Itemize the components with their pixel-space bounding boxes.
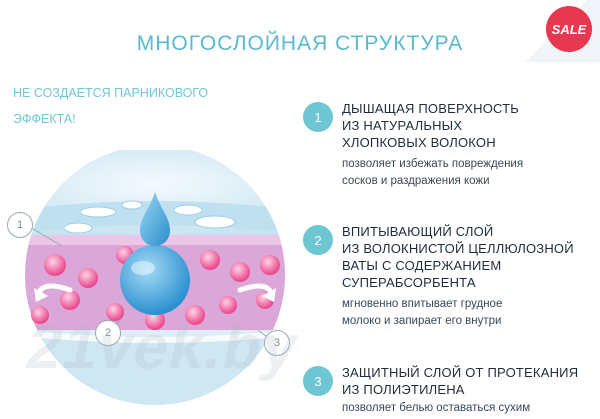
absorbed-liquid-ball [120, 245, 190, 315]
feature-title-line: ИЗ ПОЛИЭТИЛЕНА [342, 382, 465, 397]
watermark: 21vek.by [20, 313, 306, 382]
drop-icon [140, 192, 170, 246]
layer-diagram [0, 150, 310, 405]
feature-title: ВПИТЫВАЮЩИЙ СЛОЙ ИЗ ВОЛОКНИСТОЙ ЦЕЛЛЮЛОЗ… [342, 223, 600, 291]
feature-title: ДЫШАЩАЯ ПОВЕРХНОСТЬ ИЗ НАТУРАЛЬНЫХ ХЛОПК… [342, 100, 600, 151]
feature-description-line: сосков и раздражения кожи [342, 175, 490, 187]
feature-description: мгновенно впитывает грудное молоко и зап… [342, 296, 600, 330]
feature-description-line: позволяет белью оставаться сухим [342, 402, 531, 414]
feature-number-badge: 3 [303, 366, 333, 396]
feature-title-line: ВАТЫ С СОДЕРЖАНИЕМ [342, 258, 502, 273]
callout-2: 2 [95, 320, 121, 346]
feature-description-line: мгновенно впитывает грудное [342, 298, 503, 310]
feature-number-badge: 1 [303, 102, 333, 132]
feature-description-line: молоко и запирает его внутри [342, 315, 502, 327]
pad-cross-section-illustration [25, 150, 285, 405]
feature-title-line: ЗАЩИТНЫЙ СЛОЙ ОТ ПРОТЕКАНИЯ [342, 365, 579, 380]
feature-description: позволяет избежать повреждения сосков и … [342, 156, 600, 190]
feature-title-line: ИЗ НАТУРАЛЬНЫХ [342, 118, 463, 133]
feature-title: ЗАЩИТНЫЙ СЛОЙ ОТ ПРОТЕКАНИЯ ИЗ ПОЛИЭТИЛЕ… [342, 364, 600, 398]
feature-title-line: ИЗ ВОЛОКНИСТОЙ ЦЕЛЛЮЛОЗНОЙ [342, 241, 574, 256]
feature-title-line: СУПЕРАБСОРБЕНТА [342, 275, 476, 290]
sale-badge: SALE [546, 6, 592, 52]
subtitle-line: ЭФФЕКТА! [13, 112, 76, 126]
callout-1: 1 [7, 212, 33, 238]
page-title: МНОГОСЛОЙНАЯ СТРУКТУРА [136, 32, 464, 55]
feature-description: позволяет белью оставаться сухим [342, 400, 600, 417]
feature-description-line: позволяет избежать повреждения [342, 158, 524, 170]
subtitle-line: НЕ СОЗДАЕТСЯ ПАРНИКОВОГО [13, 86, 209, 100]
feature-title-line: ДЫШАЩАЯ ПОВЕРХНОСТЬ [342, 101, 520, 116]
feature-title-line: ВПИТЫВАЮЩИЙ СЛОЙ [342, 224, 494, 239]
feature-title-line: ХЛОПКОВЫХ ВОЛОКОН [342, 135, 496, 150]
feature-number-badge: 2 [303, 225, 333, 255]
callout-3: 3 [264, 330, 290, 356]
subtitle: НЕ СОЗДАЕТСЯ ПАРНИКОВОГО ЭФФЕКТА! [13, 80, 243, 132]
